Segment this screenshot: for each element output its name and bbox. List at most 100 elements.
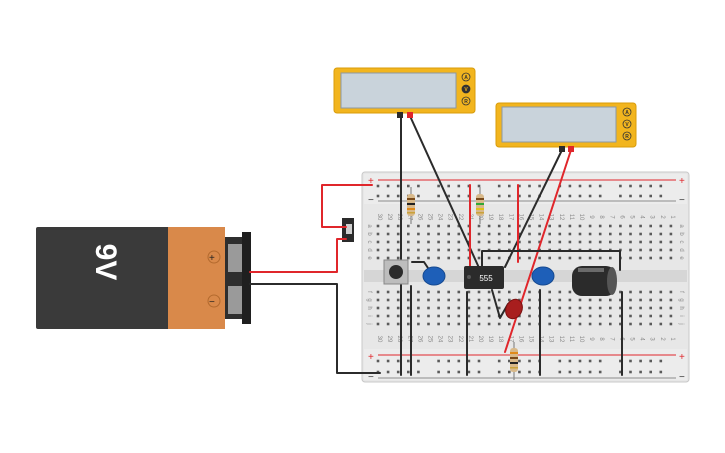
breadboard-hole[interactable]: [588, 224, 592, 228]
breadboard-hole[interactable]: [629, 256, 632, 260]
breadboard-hole[interactable]: [386, 322, 390, 326]
breadboard-hole[interactable]: [467, 322, 471, 326]
breadboard-hole[interactable]: [386, 290, 390, 294]
breadboard-hole[interactable]: [477, 248, 481, 252]
multimeter-1-probe-red[interactable]: [407, 112, 413, 118]
breadboard-hole[interactable]: [407, 248, 410, 252]
breadboard-hole[interactable]: [518, 370, 521, 374]
breadboard-hole[interactable]: [407, 322, 410, 326]
breadboard-hole[interactable]: [659, 194, 663, 198]
breadboard-hole[interactable]: [669, 290, 673, 294]
breadboard-hole[interactable]: [548, 306, 551, 310]
breadboard-hole[interactable]: [457, 298, 461, 302]
capacitor-ceramic-1[interactable]: [422, 266, 446, 286]
breadboard-hole[interactable]: [629, 224, 632, 228]
breadboard-hole[interactable]: [609, 314, 612, 318]
breadboard-hole[interactable]: [477, 232, 481, 236]
breadboard-hole[interactable]: [417, 232, 420, 236]
breadboard-hole[interactable]: [558, 232, 562, 236]
breadboard-hole[interactable]: [396, 232, 400, 236]
breadboard-hole[interactable]: [376, 248, 380, 252]
breadboard-hole[interactable]: [477, 184, 481, 188]
breadboard-hole[interactable]: [538, 184, 541, 188]
breadboard-hole[interactable]: [447, 248, 450, 252]
multimeter-1-probe-black[interactable]: [397, 112, 403, 118]
breadboard-hole[interactable]: [528, 184, 531, 188]
breadboard-hole[interactable]: [386, 256, 390, 260]
breadboard-hole[interactable]: [649, 240, 652, 244]
breadboard-hole[interactable]: [447, 322, 450, 326]
breadboard-hole[interactable]: [467, 314, 471, 318]
breadboard-hole[interactable]: [659, 298, 663, 302]
breadboard-hole[interactable]: [467, 224, 471, 228]
breadboard-hole[interactable]: [477, 359, 481, 363]
breadboard-hole[interactable]: [376, 256, 380, 260]
breadboard-hole[interactable]: [518, 359, 521, 363]
breadboard-hole[interactable]: [598, 194, 602, 198]
breadboard-hole[interactable]: [528, 370, 531, 374]
breadboard-hole[interactable]: [467, 240, 471, 244]
breadboard-hole[interactable]: [578, 194, 582, 198]
breadboard-hole[interactable]: [598, 240, 602, 244]
breadboard-hole[interactable]: [578, 322, 582, 326]
breadboard-hole[interactable]: [609, 256, 612, 260]
breadboard-hole[interactable]: [407, 306, 410, 310]
breadboard-hole[interactable]: [659, 306, 663, 310]
breadboard-hole[interactable]: [386, 298, 390, 302]
breadboard-hole[interactable]: [639, 359, 642, 363]
breadboard-hole[interactable]: [649, 322, 652, 326]
breadboard-hole[interactable]: [467, 194, 471, 198]
breadboard-hole[interactable]: [598, 232, 602, 236]
breadboard-hole[interactable]: [386, 194, 390, 198]
breadboard-hole[interactable]: [417, 306, 420, 310]
breadboard-hole[interactable]: [457, 224, 461, 228]
multimeter-2-mode-r[interactable]: R: [622, 131, 632, 141]
breadboard-hole[interactable]: [619, 314, 622, 318]
breadboard-hole[interactable]: [659, 224, 663, 228]
multimeter-2-probe-black[interactable]: [559, 146, 565, 152]
breadboard-hole[interactable]: [447, 184, 450, 188]
breadboard-hole[interactable]: [407, 314, 410, 318]
breadboard-hole[interactable]: [649, 298, 652, 302]
breadboard-hole[interactable]: [649, 290, 652, 294]
breadboard-hole[interactable]: [477, 298, 481, 302]
breadboard-hole[interactable]: [518, 240, 521, 244]
breadboard-hole[interactable]: [639, 224, 642, 228]
breadboard-hole[interactable]: [659, 248, 663, 252]
breadboard-hole[interactable]: [376, 240, 380, 244]
breadboard-hole[interactable]: [669, 248, 673, 252]
breadboard-hole[interactable]: [407, 240, 410, 244]
breadboard-hole[interactable]: [497, 359, 501, 363]
breadboard-hole[interactable]: [669, 314, 673, 318]
breadboard-hole[interactable]: [649, 232, 652, 236]
multimeter-1-mode-r[interactable]: R: [461, 96, 471, 106]
breadboard-hole[interactable]: [619, 359, 622, 363]
breadboard-hole[interactable]: [407, 224, 410, 228]
breadboard-hole[interactable]: [508, 232, 511, 236]
breadboard-hole[interactable]: [538, 240, 541, 244]
breadboard-hole[interactable]: [487, 232, 491, 236]
breadboard-hole[interactable]: [558, 240, 562, 244]
breadboard-hole[interactable]: [497, 224, 501, 228]
breadboard-hole[interactable]: [548, 240, 551, 244]
breadboard-hole[interactable]: [376, 224, 380, 228]
breadboard-hole[interactable]: [508, 194, 511, 198]
breadboard-hole[interactable]: [427, 314, 430, 318]
breadboard-hole[interactable]: [427, 298, 430, 302]
breadboard-hole[interactable]: [437, 306, 440, 310]
breadboard-hole[interactable]: [659, 290, 663, 294]
multimeter-1-mode-a[interactable]: A: [461, 72, 471, 82]
breadboard-hole[interactable]: [568, 322, 572, 326]
breadboard-hole[interactable]: [477, 322, 481, 326]
breadboard-hole[interactable]: [639, 298, 642, 302]
breadboard-hole[interactable]: [588, 232, 592, 236]
breadboard-hole[interactable]: [457, 370, 461, 374]
breadboard-hole[interactable]: [518, 194, 521, 198]
breadboard-hole[interactable]: [619, 224, 622, 228]
breadboard-hole[interactable]: [396, 248, 400, 252]
breadboard-hole[interactable]: [639, 370, 642, 374]
breadboard-hole[interactable]: [578, 370, 582, 374]
breadboard-hole[interactable]: [598, 256, 602, 260]
breadboard-hole[interactable]: [447, 290, 450, 294]
breadboard-hole[interactable]: [588, 184, 592, 188]
